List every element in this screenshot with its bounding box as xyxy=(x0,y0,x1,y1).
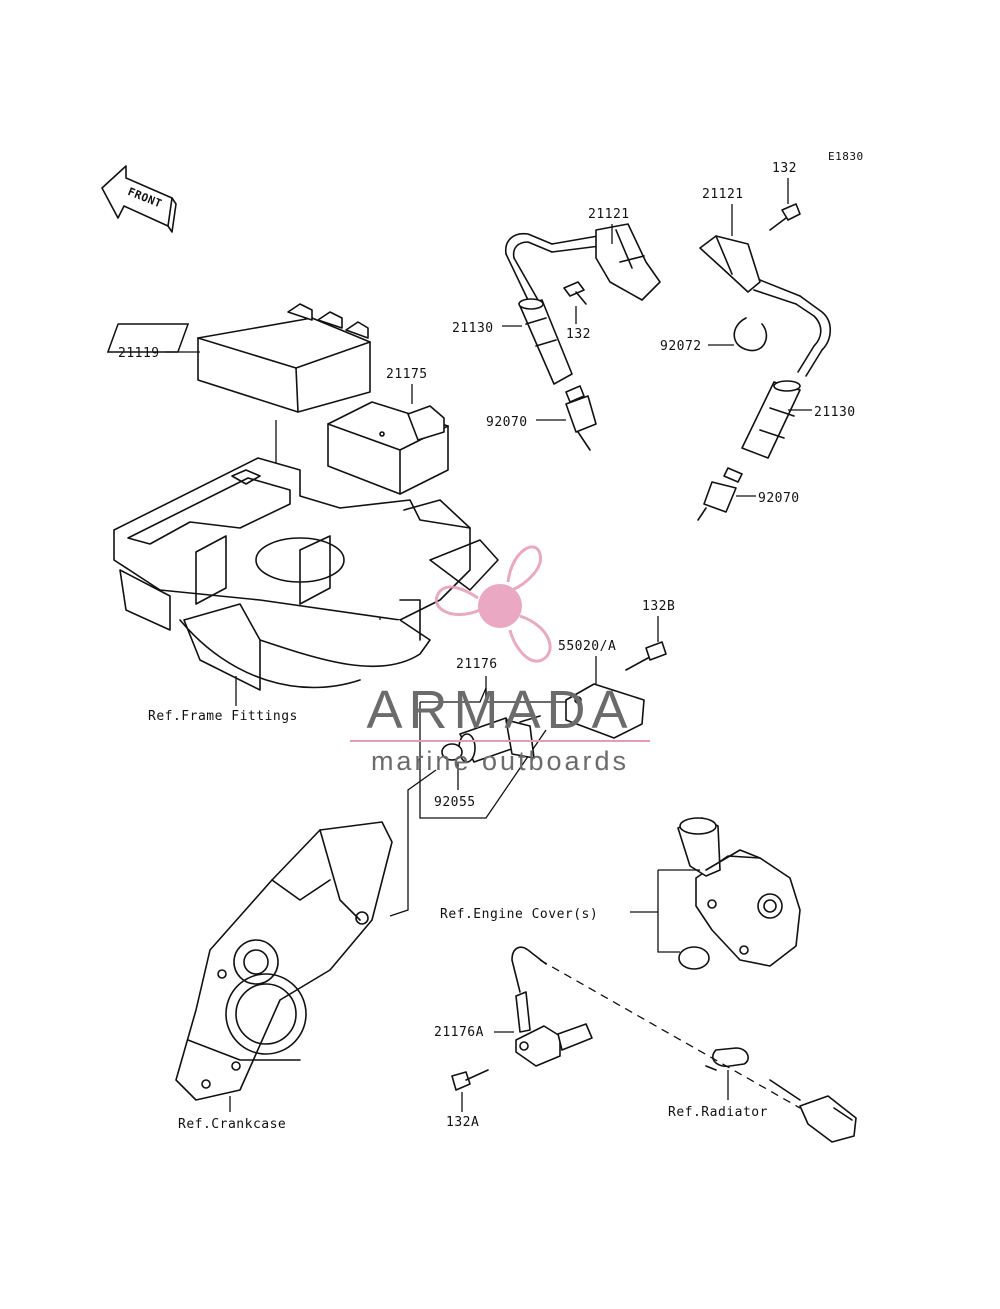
label-21130-left: 21130 xyxy=(452,321,494,336)
label-ref-engine-cover: Ref.Engine Cover(s) xyxy=(440,907,598,922)
label-92070-right: 92070 xyxy=(758,491,800,506)
label-ref-radiator: Ref.Radiator xyxy=(668,1105,768,1120)
bolt-132-left xyxy=(563,281,587,305)
bolt-132B xyxy=(625,641,667,671)
diagram-code: E1830 xyxy=(828,150,864,163)
watermark-tagline: marine outboards xyxy=(371,746,629,776)
ecu-module xyxy=(107,303,371,413)
label-21121-left: 21121 xyxy=(588,207,630,222)
label-21121-right: 21121 xyxy=(702,187,744,202)
watermark-brand: ARMADA xyxy=(366,680,633,740)
label-132B: 132B xyxy=(642,599,675,614)
watermark: ARMADA marine outboards xyxy=(350,545,650,776)
label-132A: 132A xyxy=(446,1115,479,1130)
bolt-132A xyxy=(451,1069,489,1091)
o-ring-cover xyxy=(678,946,710,970)
bolt-132-right xyxy=(769,203,801,231)
label-21175: 21175 xyxy=(386,367,428,382)
label-132-right: 132 xyxy=(772,161,797,176)
radiator-connector xyxy=(705,1047,857,1143)
label-21176: 21176 xyxy=(456,657,498,672)
label-92070-left: 92070 xyxy=(486,415,528,430)
label-55020A: 55020/A xyxy=(558,639,616,654)
sensor-21176A xyxy=(511,946,593,1067)
front-arrow-icon: FRONT xyxy=(101,165,177,233)
o-ring-92055 xyxy=(441,743,463,761)
spark-plug-right xyxy=(697,467,743,521)
label-92072: 92072 xyxy=(660,339,702,354)
plug-cap-left xyxy=(518,298,573,385)
label-ref-crankcase: Ref.Crankcase xyxy=(178,1117,286,1132)
frame-tray xyxy=(113,457,499,691)
regulator-module xyxy=(327,401,449,495)
propeller-logo-icon xyxy=(434,545,552,663)
engine-cover xyxy=(677,817,801,967)
label-21130-right: 21130 xyxy=(814,405,856,420)
clamp-92072 xyxy=(733,317,768,352)
label-92055: 92055 xyxy=(434,795,476,810)
label-ref-frame-fittings: Ref.Frame Fittings xyxy=(148,709,298,724)
label-21119: 21119 xyxy=(118,346,160,361)
plug-cap-right xyxy=(741,380,801,459)
bracket-55020 xyxy=(565,683,645,739)
label-21176A: 21176A xyxy=(434,1025,484,1040)
crankcase xyxy=(175,821,393,1101)
ignition-coil-right xyxy=(699,235,832,377)
label-132-left: 132 xyxy=(566,327,591,342)
spark-plug-left xyxy=(565,385,597,451)
